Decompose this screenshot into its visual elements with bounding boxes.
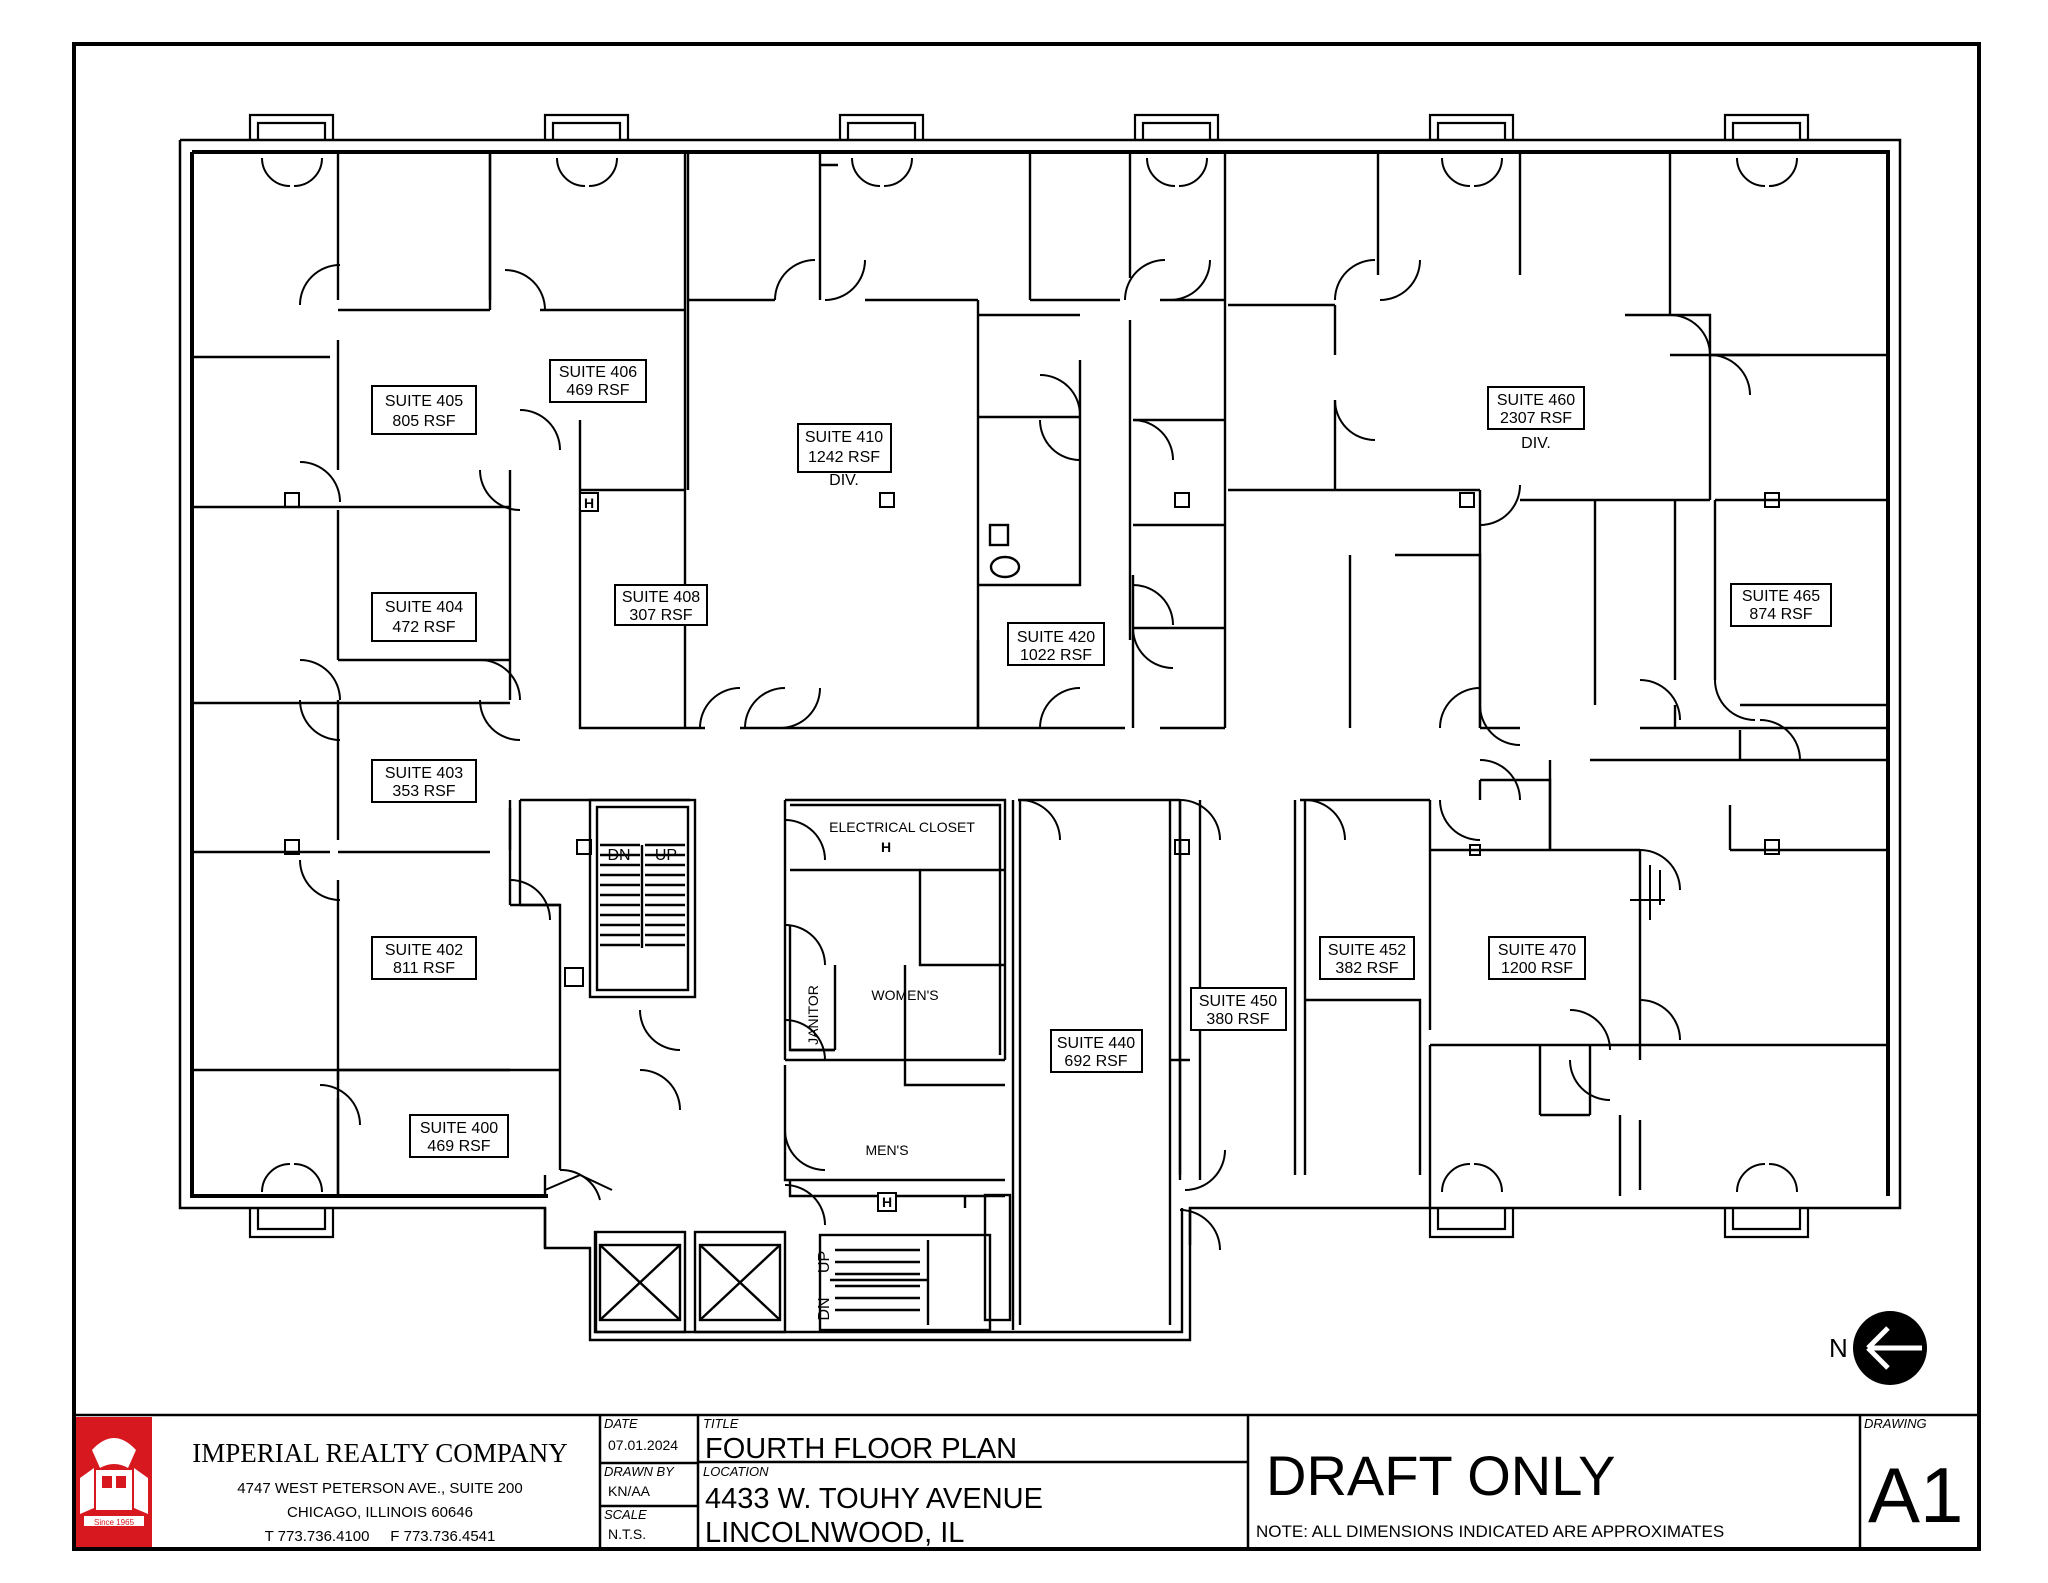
company-phone: T 773.736.4100 F 773.736.4541 xyxy=(265,1528,496,1545)
suite-403-name: SUITE 403 xyxy=(385,765,463,782)
company-name: IMPERIAL REALTY COMPANY xyxy=(192,1438,568,1468)
suite-406-area: 469 RSF xyxy=(566,382,629,399)
date-value: 07.01.2024 xyxy=(608,1437,678,1453)
suite-400-name: SUITE 400 xyxy=(420,1120,498,1137)
hydrant-icon: H xyxy=(881,839,891,855)
drawing-number: A1 xyxy=(1868,1451,1963,1539)
suite-410-note: DIV. xyxy=(829,472,859,489)
title-value: FOURTH FLOOR PLAN xyxy=(705,1433,1017,1465)
sheet-border xyxy=(72,42,1981,1551)
stair-west-up-label: UP xyxy=(655,847,677,864)
suite-408-name: SUITE 408 xyxy=(622,589,700,606)
location-label: LOCATION xyxy=(703,1464,769,1479)
north-label: N xyxy=(1829,1333,1848,1363)
suite-440-area: 692 RSF xyxy=(1064,1053,1127,1070)
company-logo: Since 1965 xyxy=(76,1417,152,1547)
suite-450-name: SUITE 450 xyxy=(1199,993,1277,1010)
suite-410-area: 1242 RSF xyxy=(808,449,880,466)
suite-408-area: 307 RSF xyxy=(629,607,692,624)
suite-420-name: SUITE 420 xyxy=(1017,629,1095,646)
floor-plan xyxy=(178,113,1902,1342)
stair-south-up-label: UP xyxy=(816,1251,833,1273)
suite-460-note: DIV. xyxy=(1521,435,1551,452)
suite-405-area: 805 RSF xyxy=(392,413,455,430)
suite-465-area: 874 RSF xyxy=(1749,606,1812,623)
suite-405-name: SUITE 405 xyxy=(385,393,463,410)
north-arrow-icon xyxy=(1853,1311,1927,1385)
suite-402-name: SUITE 402 xyxy=(385,942,463,959)
scale-value: N.T.S. xyxy=(608,1526,646,1542)
scale-label: SCALE xyxy=(604,1507,647,1522)
suite-410-name: SUITE 410 xyxy=(805,429,883,446)
suite-403-area: 353 RSF xyxy=(392,783,455,800)
hydrant-icon: H xyxy=(882,1194,892,1210)
hydrant-icon: H xyxy=(584,495,594,511)
suite-460-area: 2307 RSF xyxy=(1500,410,1572,427)
title-label: TITLE xyxy=(703,1416,739,1431)
womens-room-label: WOMEN'S xyxy=(871,987,938,1003)
north-arrow: N xyxy=(1829,1311,1927,1385)
drawn-by-value: KN/AA xyxy=(608,1483,651,1499)
title-block: Since 1965 IMPERIAL REALTY COMPANY 4747 … xyxy=(74,1413,1979,1549)
electrical-closet-label: ELECTRICAL CLOSET xyxy=(829,819,975,835)
suite-452-area: 382 RSF xyxy=(1335,960,1398,977)
suite-465-name: SUITE 465 xyxy=(1742,588,1820,605)
suite-450-area: 380 RSF xyxy=(1206,1011,1269,1028)
stair-south-down-label: DN xyxy=(816,1297,833,1320)
janitor-label: JANITOR xyxy=(805,985,821,1045)
suite-460-name: SUITE 460 xyxy=(1497,392,1575,409)
suite-404-name: SUITE 404 xyxy=(385,599,463,616)
mens-room-label: MEN'S xyxy=(865,1142,908,1158)
company-address-2: CHICAGO, ILLINOIS 60646 xyxy=(287,1504,473,1521)
company-address-1: 4747 WEST PETERSON AVE., SUITE 200 xyxy=(237,1480,522,1497)
suite-470-name: SUITE 470 xyxy=(1498,942,1576,959)
suite-440-name: SUITE 440 xyxy=(1057,1035,1135,1052)
logo-text: Since 1965 xyxy=(94,1518,135,1527)
suite-406-name: SUITE 406 xyxy=(559,364,637,381)
suite-470-area: 1200 RSF xyxy=(1501,960,1573,977)
suite-404-area: 472 RSF xyxy=(392,619,455,636)
suite-labels: SUITE 405 805 RSF SUITE 406 469 RSF SUIT… xyxy=(371,359,1832,1158)
suite-400-area: 469 RSF xyxy=(427,1138,490,1155)
drawing-label: DRAWING xyxy=(1864,1416,1927,1431)
suite-402-area: 811 RSF xyxy=(393,960,455,977)
drawn-by-label: DRAWN BY xyxy=(604,1464,675,1479)
dimensions-note: NOTE: ALL DIMENSIONS INDICATED ARE APPRO… xyxy=(1256,1522,1724,1541)
location-line-2: LINCOLNWOOD, IL xyxy=(705,1517,964,1549)
suite-420-area: 1022 RSF xyxy=(1020,647,1092,664)
location-line-1: 4433 W. TOUHY AVENUE xyxy=(705,1483,1043,1515)
suite-452-name: SUITE 452 xyxy=(1328,942,1406,959)
stair-west-down-label: DN xyxy=(607,847,630,864)
date-label: DATE xyxy=(604,1416,638,1431)
draft-only-label: DRAFT ONLY xyxy=(1266,1444,1616,1507)
